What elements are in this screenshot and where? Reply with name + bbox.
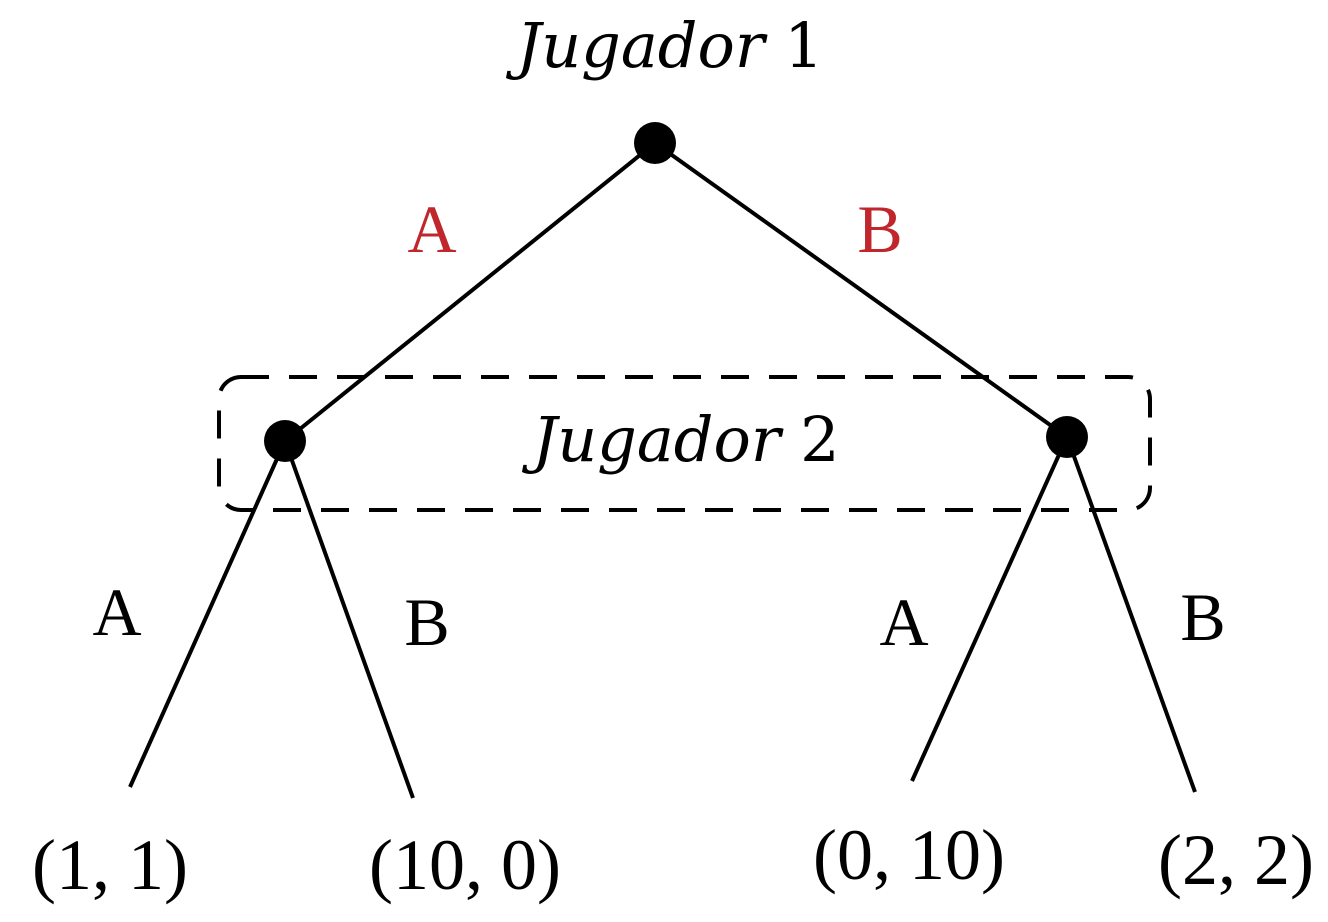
action-label-root-left: A <box>407 191 456 267</box>
player-2-right-node <box>1046 416 1088 458</box>
payoff-right-left: (0, 10) <box>813 815 1005 895</box>
action-label-root-right: B <box>857 191 902 267</box>
action-label-left-right: B <box>404 584 449 660</box>
player-2-left-node <box>264 420 306 462</box>
edge-right-right <box>1065 436 1197 793</box>
payoff-left-left: (1, 1) <box>32 825 188 905</box>
root-node <box>634 122 676 164</box>
player-1-label: Jugador 1 <box>505 9 823 82</box>
player-2-information-set <box>217 375 1152 512</box>
edge-root-right <box>653 141 1069 439</box>
edge-left-right <box>283 440 415 799</box>
player-1-name: Jugador <box>505 9 767 82</box>
edge-root-left <box>283 141 657 443</box>
player-2-name: Jugador <box>521 403 783 476</box>
player-2-number: 2 <box>800 403 839 476</box>
edge-right-left <box>910 436 1069 782</box>
player-1-number: 1 <box>784 9 823 82</box>
action-label-left-left: A <box>92 574 141 650</box>
payoff-left-right: (10, 0) <box>369 825 561 905</box>
action-label-right-left: A <box>879 584 928 660</box>
payoff-right-right: (2, 2) <box>1158 820 1314 900</box>
action-label-right-right: B <box>1180 579 1225 655</box>
edge-left-left <box>128 440 287 788</box>
player-2-label: Jugador 2 <box>521 403 839 476</box>
